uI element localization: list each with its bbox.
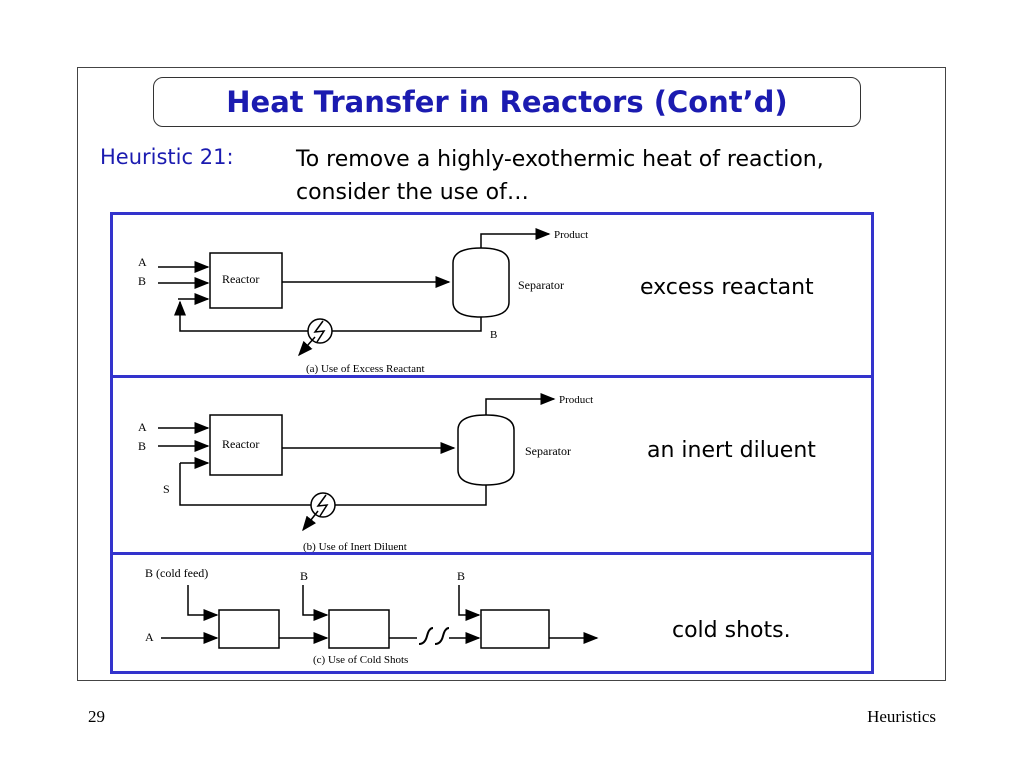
feed-b2-line: [302, 585, 329, 621]
diagram-caption: (c) Use of Cold Shots: [313, 654, 408, 666]
slide-frame: [77, 67, 946, 681]
page-number: 29: [88, 707, 105, 726]
diagram-caption: (a) Use of Excess Reactant: [306, 363, 425, 375]
feed-a-label: A: [145, 630, 154, 644]
heat-bolt-icon: [316, 494, 329, 517]
panel-excess-reactant: A B Reactor Separator Product B (a) Use …: [110, 212, 874, 378]
label-inert-diluent: an inert diluent: [647, 438, 816, 463]
reactor-box: [209, 414, 283, 476]
feed-a-label: A: [138, 255, 147, 269]
label-excess-reactant: excess reactant: [640, 275, 814, 300]
label-cold-shots: cold shots.: [672, 618, 791, 643]
diagram-caption: (b) Use of Inert Diluent: [303, 541, 407, 552]
product-label: Product: [559, 394, 593, 406]
feed-b3-line: [458, 585, 481, 621]
feed-b2-label: B: [300, 569, 308, 583]
stage-3-box: [480, 609, 550, 649]
diagram-inert-diluent: A B Reactor Separator Product S (b) Use …: [138, 393, 593, 552]
product-line: [485, 393, 556, 415]
cold-feed-line: [187, 585, 219, 621]
diagram-excess-reactant: A B Reactor Separator Product B (a) Use …: [138, 228, 588, 375]
reactor-label: Reactor: [222, 272, 259, 286]
reactor-box: [209, 252, 283, 309]
separator-vessel: [457, 414, 515, 486]
recycle-label: S: [163, 482, 170, 496]
product-line: [480, 228, 551, 248]
title-box: Heat Transfer in Reactors (Cont’d): [153, 77, 861, 127]
heuristic-text: To remove a highly-exothermic heat of re…: [296, 147, 824, 205]
product-label: Product: [554, 229, 588, 241]
panel-inert-diluent: A B Reactor Separator Product S (b) Use …: [110, 375, 874, 555]
footer-title: Heuristics: [867, 707, 936, 726]
diagram-cold-shots: B (cold feed) B B A (c) Use of Cold Shot…: [145, 566, 599, 666]
panel-cold-shots: B (cold feed) B B A (c) Use of Cold Shot…: [110, 552, 874, 674]
stage-1-box: [218, 609, 280, 649]
heuristic-label: Heuristic 21:: [100, 145, 234, 169]
break-mark-icon: [418, 627, 434, 645]
heat-bolt-icon: [313, 320, 326, 343]
separator-label: Separator: [518, 278, 564, 292]
feed-b-label: B: [138, 439, 146, 453]
feed-b3-label: B: [457, 569, 465, 583]
recycle-label: B: [490, 329, 497, 341]
cold-feed-label: B (cold feed): [145, 566, 208, 580]
heat-removal-arrow-icon: [298, 336, 316, 357]
reactor-label: Reactor: [222, 437, 259, 451]
separator-vessel: [452, 247, 510, 318]
stage-2-box: [328, 609, 390, 649]
heat-removal-arrow-icon: [302, 510, 319, 532]
slide-title: Heat Transfer in Reactors (Cont’d): [226, 85, 788, 119]
feed-b-label: B: [138, 274, 146, 288]
separator-label: Separator: [525, 444, 571, 458]
break-mark-icon: [434, 627, 450, 645]
feed-a-label: A: [138, 420, 147, 434]
